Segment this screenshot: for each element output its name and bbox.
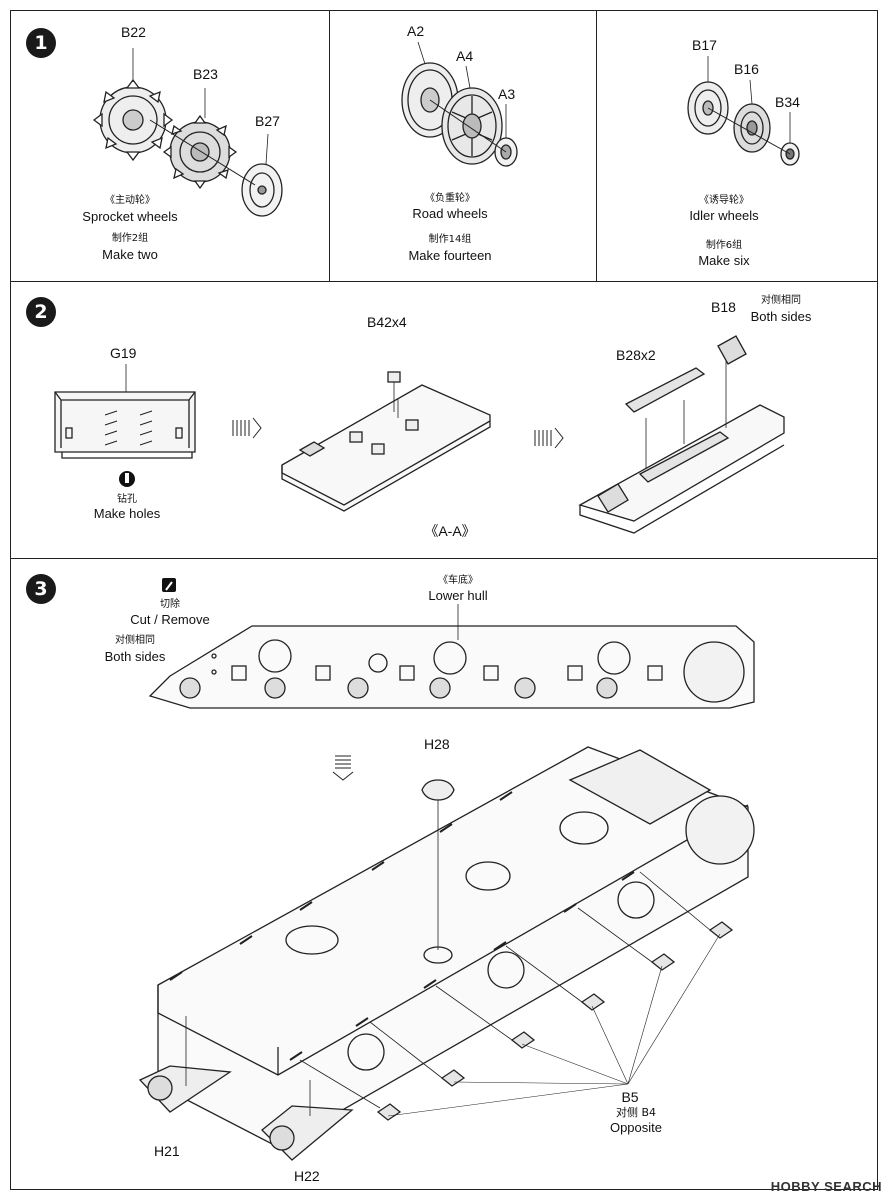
part-label-g19: G19 [110, 345, 137, 361]
hub-cap-b27 [241, 163, 283, 217]
part-label-b28: B28x2 [616, 347, 656, 363]
road-title: Road wheels [412, 206, 488, 221]
part-label-b23: B23 [193, 66, 218, 82]
road-qty: Make fourteen [408, 248, 492, 263]
step-arrow-icon [232, 417, 564, 781]
part-h22 [261, 1080, 354, 1161]
part-label-h21: H21 [154, 1143, 180, 1159]
part-h28 [421, 779, 455, 801]
part-label-h22: H22 [294, 1168, 320, 1184]
hull-plate-assembly-a [281, 371, 491, 512]
opposite-b4-cn: 对侧 B4 [615, 1106, 657, 1119]
make-holes-cn: 钻孔 [117, 494, 137, 505]
cut-remove-cn: 切除 [160, 599, 180, 610]
idler-qty: Make six [698, 253, 750, 268]
part-label-b18: B18 [711, 299, 736, 315]
part-label-b16: B16 [734, 61, 759, 77]
cut-remove-label: Cut / Remove [130, 612, 210, 627]
cut-remove-icon [162, 578, 176, 592]
drill-icon [119, 471, 135, 487]
step3-panel [10, 558, 878, 1190]
part-g19 [54, 364, 196, 459]
part-label-h28: H28 [424, 736, 450, 752]
step-number-3: 3 [26, 574, 56, 604]
part-label-a4: A4 [456, 48, 474, 64]
idler-cn-title: 《诱导轮》 [699, 195, 749, 206]
part-label-b22: B22 [121, 24, 146, 40]
sprocket-wheel-b23 [162, 114, 238, 190]
lower-hull-side [148, 604, 755, 709]
road-cn-title: 《负重轮》 [425, 193, 475, 204]
both-sides-cn-3: 对侧相同 [115, 635, 155, 646]
sprocket-title: Sprocket wheels [82, 209, 178, 224]
hull-plate-assembly-b [578, 335, 785, 534]
part-label-b34: B34 [775, 94, 800, 110]
opposite-label: Opposite [609, 1120, 663, 1135]
sprocket-qty: Make two [102, 247, 158, 262]
part-label-a3: A3 [498, 86, 516, 102]
part-label-a2: A2 [407, 23, 425, 39]
sprocket-cn-title: 《主动轮》 [105, 195, 155, 206]
make-holes-label: Make holes [93, 506, 161, 521]
sprocket-cn-qty: 制作2组 [111, 233, 149, 244]
lower-hull-isometric [157, 746, 755, 1148]
section-a-a: 《A-A》 [424, 523, 476, 539]
step-number-2: 2 [26, 297, 56, 327]
idler-wheel-b16 [733, 103, 771, 153]
both-sides-label-3: Both sides [104, 649, 166, 664]
part-label-b42: B42x4 [367, 314, 407, 330]
sprocket-wheel-b22 [92, 78, 174, 162]
part-label-b17: B17 [692, 37, 717, 53]
part-label-b5: B5 [621, 1089, 639, 1105]
both-sides-label-2: Both sides [750, 309, 812, 324]
step-number-1: 1 [26, 28, 56, 58]
lower-hull-cn: 《车底》 [438, 575, 478, 586]
both-sides-cn-2: 对侧相同 [761, 295, 801, 306]
watermark: HOBBY SEARCH [770, 1179, 882, 1194]
lower-hull-label: Lower hull [428, 588, 488, 603]
idler-title: Idler wheels [689, 208, 759, 223]
road-cn-qty: 制作14组 [428, 234, 472, 245]
suspension-arms-b5 [299, 871, 734, 1121]
idler-cn-qty: 制作6组 [705, 240, 743, 251]
part-label-b27: B27 [255, 113, 280, 129]
part-h21 [138, 1016, 232, 1113]
road-wheel-a4 [441, 87, 503, 165]
